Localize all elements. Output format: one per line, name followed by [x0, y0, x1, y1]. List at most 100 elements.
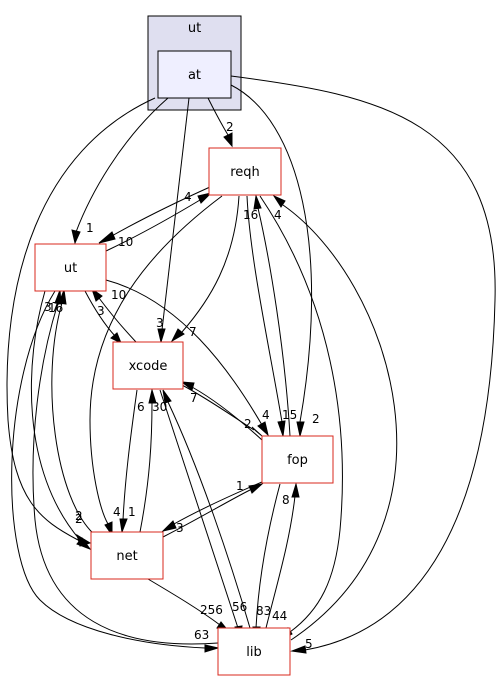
edge-label-at-reqh: 2 — [226, 120, 234, 134]
node-at-label: at — [188, 68, 201, 83]
nodes: at reqh ut xcode fop net lib — [34, 50, 334, 676]
edge-label-xcode-lib: 56 — [232, 600, 247, 614]
edge-arrow-reqh-fop — [277, 420, 286, 437]
node-at[interactable]: at — [157, 50, 232, 99]
edge-arrow-fop-xcode — [180, 381, 195, 391]
edge-label-fop-reqh: 4 — [274, 208, 282, 222]
edge-at-net[interactable] — [6, 97, 156, 541]
edge-xcode-ut[interactable] — [98, 297, 137, 343]
edge-label-at-lib: 5 — [305, 637, 313, 651]
edge-lib-fop[interactable] — [265, 495, 296, 629]
edge-arrow-net-xcode — [148, 388, 157, 404]
edge-label-ut-lib: 63 — [194, 628, 209, 642]
edge-arrow-at-xcode — [157, 328, 166, 344]
edge-label-fop-lib: 83 — [256, 604, 271, 618]
edge-arrow-ut-net — [76, 537, 92, 551]
edge-label-xcode-ut: 10 — [111, 288, 126, 302]
edge-lib-xcode[interactable] — [167, 401, 251, 629]
edge-label-reqh-lib: 16 — [243, 208, 258, 222]
edge-arrow-reqh-ut — [98, 231, 116, 244]
node-ut[interactable]: ut — [34, 243, 107, 292]
edge-label-lib-xcode: 30 — [152, 400, 167, 414]
node-net-label: net — [116, 549, 137, 564]
edge-arrow-ut-lib — [204, 644, 220, 653]
edge-arrow-at-reqh — [223, 132, 233, 148]
edge-fop-reqh[interactable] — [257, 207, 291, 437]
edge-fop-lib[interactable] — [255, 483, 281, 629]
edge-label-at-fop: 2 — [312, 412, 320, 426]
edge-reqh-xcode[interactable] — [181, 195, 240, 333]
edge-arrow-lib-reqh — [272, 194, 286, 208]
edge-label-at-xcode: 3 — [156, 316, 164, 330]
edge-arrow-fop-reqh — [253, 194, 262, 210]
edge-arrow-net-fop — [248, 483, 264, 494]
edges: 2 1 3 2 2 5 10 4 7 15 4 16 — [6, 75, 496, 654]
edge-label-xcode-fop: 2 — [244, 417, 252, 431]
edge-arrow-ut-fop — [257, 421, 269, 437]
edge-at-lib[interactable] — [230, 75, 496, 651]
edge-label-lib-fop: 8 — [282, 493, 290, 507]
edge-net-lib[interactable] — [147, 578, 221, 626]
edge-reqh-ut[interactable] — [109, 186, 211, 238]
edge-arrow-at-ut — [71, 229, 81, 245]
edge-label-reqh-ut: 10 — [118, 235, 133, 249]
edge-reqh-lib[interactable] — [259, 195, 343, 633]
edge-label-net-fop: 1 — [236, 479, 244, 493]
edge-at-reqh[interactable] — [207, 97, 229, 136]
edge-label-lib-at: 44 — [272, 609, 287, 623]
edge-arrow-at-lib — [290, 645, 307, 654]
edge-ut-reqh[interactable] — [105, 199, 201, 252]
node-lib[interactable]: lib — [217, 627, 291, 676]
edge-label-net-xcode-1: 1 — [128, 505, 136, 519]
edge-at-ut[interactable] — [75, 97, 169, 233]
edge-arrow-ut-xcode — [110, 332, 122, 345]
edge-arrow-lib-xcode — [162, 389, 172, 404]
node-fop[interactable]: fop — [261, 435, 334, 484]
edge-at-xcode[interactable] — [161, 97, 190, 331]
edge-arrow-xcode-net — [119, 518, 128, 534]
edge-label-ut-net: 2 — [75, 509, 83, 523]
edge-net-fop[interactable] — [162, 489, 251, 538]
edge-label-net-xcode-6: 6 — [137, 400, 145, 414]
edge-arrow-lib-ut — [54, 289, 62, 305]
node-net[interactable]: net — [90, 531, 164, 580]
edge-net-xcode[interactable] — [139, 401, 153, 533]
edge-xcode-lib[interactable] — [159, 389, 239, 629]
cluster-label: ut — [188, 21, 201, 36]
edge-label-at-net: 2 — [75, 512, 83, 526]
edge-fop-xcode[interactable] — [191, 386, 263, 441]
node-reqh[interactable]: reqh — [208, 147, 282, 196]
edge-arrow-ut-reqh — [197, 192, 213, 204]
edge-arrow-lib-fop — [291, 482, 300, 498]
edge-net-ut[interactable] — [51, 302, 96, 536]
edge-arrow-fop-net — [161, 520, 177, 532]
edge-ut-net[interactable] — [30, 290, 81, 541]
edge-xcode-net[interactable] — [122, 389, 138, 521]
edge-arrow-xcode-ut — [91, 287, 103, 302]
edge-lib-reqh[interactable] — [282, 204, 398, 641]
edge-label-at-ut: 1 — [86, 221, 94, 235]
edge-at-fop[interactable] — [230, 84, 313, 423]
edge-xcode-fop[interactable] — [181, 384, 255, 431]
edge-label-fop-xcode: 7 — [190, 391, 198, 405]
node-xcode-label: xcode — [129, 359, 168, 374]
edge-label-ut-reqh: 4 — [184, 190, 192, 204]
edge-label-net-lib: 256 — [200, 603, 223, 617]
edge-reqh-net[interactable] — [89, 195, 223, 525]
edge-ut-xcode[interactable] — [84, 290, 116, 337]
edge-arrow-reqh-xcode — [170, 328, 185, 343]
edge-label-ut-xcode: 3 — [97, 304, 105, 318]
edge-label-net-ut: 16 — [48, 301, 63, 315]
node-reqh-label: reqh — [230, 165, 260, 180]
edge-label-reqh-fop: 15 — [282, 408, 297, 422]
edge-label-ut-fop: 4 — [262, 408, 270, 422]
node-xcode[interactable]: xcode — [112, 341, 184, 390]
edge-arrow-xcode-fop — [251, 426, 263, 437]
edge-reqh-fop[interactable] — [246, 195, 283, 423]
edge-ut-lib[interactable] — [11, 290, 206, 649]
node-ut-label: ut — [64, 261, 77, 276]
edge-ut-fop[interactable] — [105, 279, 263, 426]
edge-lib-ut[interactable] — [32, 302, 219, 645]
edge-fop-net[interactable] — [173, 481, 263, 525]
